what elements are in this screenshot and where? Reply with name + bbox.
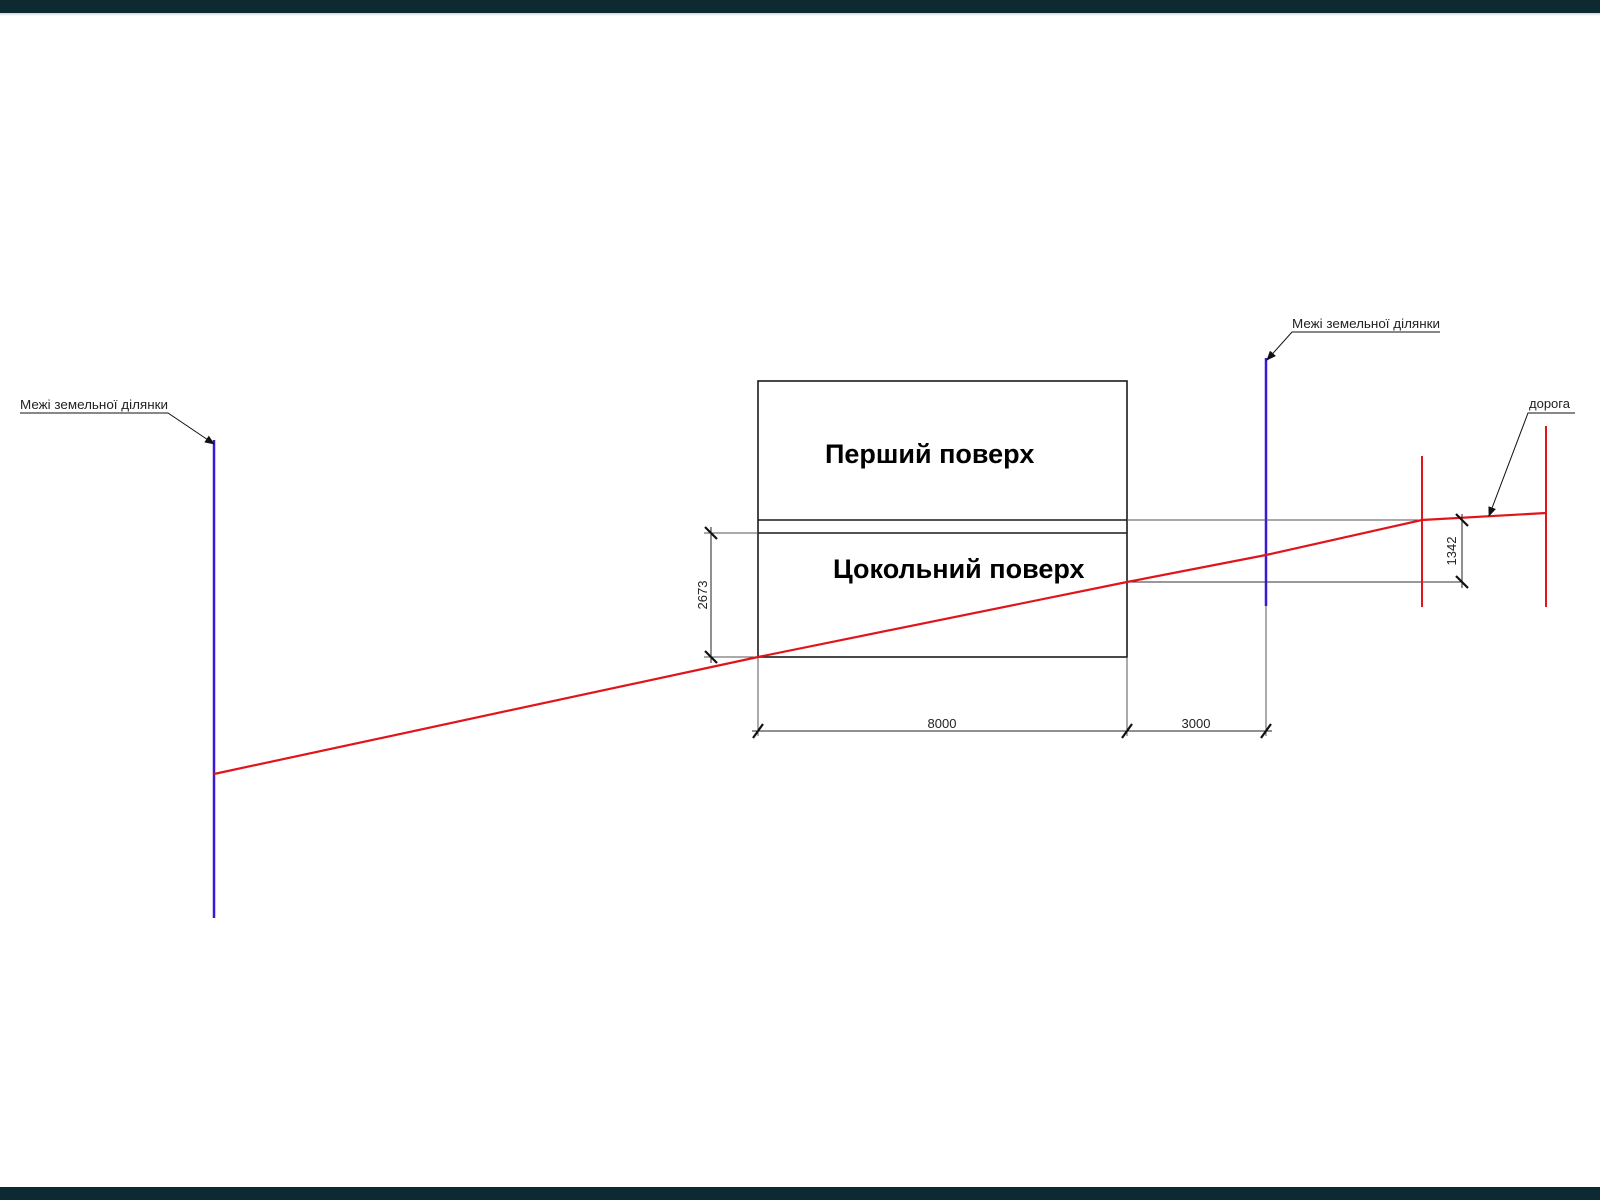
road-leader [1488,412,1575,517]
dim-setback: 3000 [1182,716,1211,731]
top-frame-bar [0,0,1600,13]
dim-tick-road-bottom [1455,575,1469,589]
dim-tick-2 [1121,723,1133,739]
right-boundary-leader [1266,331,1440,361]
dim-basement-height: 2673 [695,581,710,610]
first-floor-label: Перший поверх [825,439,1034,469]
bottom-frame-bar [0,1187,1600,1200]
dim-road-level-diff: 1342 [1444,537,1459,566]
top-frame-shadow [0,13,1600,16]
dim-tick-road-top [1455,513,1469,527]
left-boundary-label: Межі земельної ділянки [20,397,168,412]
road-label: дорога [1529,396,1571,411]
ground-profile-line [213,511,1547,776]
dim-tick-basement-top [704,526,718,540]
basement-floor-label: Цокольний поверх [833,554,1085,584]
right-boundary-label: Межі земельної ділянки [1292,316,1440,331]
dim-tick-basement-bottom [704,650,718,664]
dim-tick-1 [752,723,764,739]
dim-building-width: 8000 [928,716,957,731]
left-boundary-leader [20,412,215,445]
building-outline [757,380,1128,658]
dim-tick-3 [1260,723,1272,739]
